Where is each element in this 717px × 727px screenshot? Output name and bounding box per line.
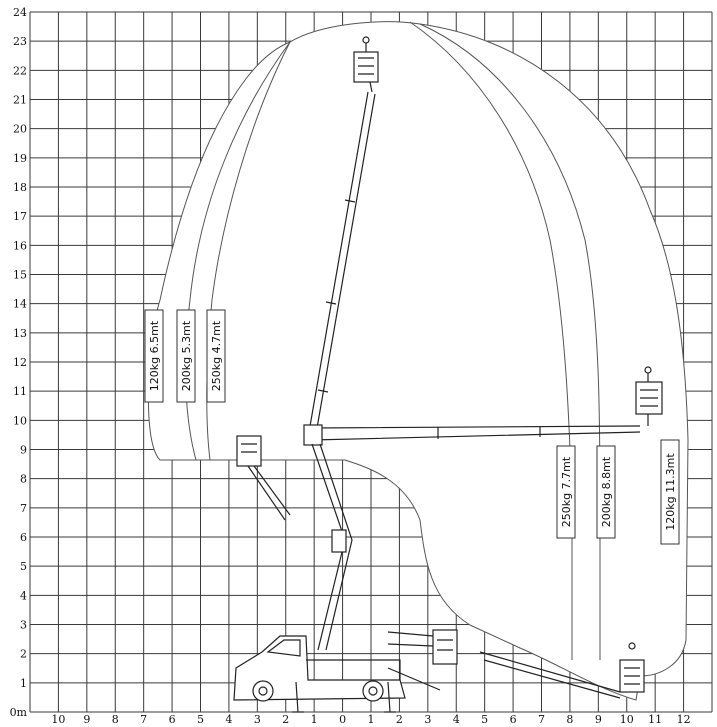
x-tick-label: 12 — [677, 713, 691, 726]
basket-low — [479, 642, 645, 699]
y-axis-labels: 0m12345678910111213141516171819202122232… — [10, 6, 28, 719]
y-tick-label: 20 — [13, 123, 27, 136]
envelope-250kg — [206, 41, 291, 461]
y-tick-label: 6 — [20, 531, 27, 544]
x-tick-label: 10 — [620, 713, 634, 726]
y-tick-label: 11 — [13, 385, 27, 398]
basket-left — [236, 435, 291, 521]
y-tick-label: 22 — [13, 64, 27, 77]
load-label-box: 200kg 5.3mt — [176, 309, 196, 403]
x-tick-label: 5 — [197, 713, 204, 726]
x-tick-label: 10 — [51, 713, 65, 726]
truck — [233, 635, 406, 713]
outrigger-rear — [384, 681, 396, 713]
x-tick-label: 8 — [566, 713, 573, 726]
y-tick-label: 15 — [13, 269, 27, 282]
y-tick-label: 5 — [20, 560, 27, 573]
telescopic-boom-horizontal — [311, 425, 641, 441]
y-tick-label: 1 — [20, 677, 27, 690]
x-tick-label: 8 — [112, 713, 119, 726]
x-tick-label: 6 — [169, 713, 176, 726]
load-label-text: 120kg 11.3mt — [664, 453, 677, 531]
x-tick-label: 7 — [538, 713, 545, 726]
load-label-box: 120kg 6.5mt — [144, 309, 164, 403]
y-tick-label: 13 — [13, 327, 27, 340]
x-tick-label: 7 — [140, 713, 147, 726]
y-tick-label: 7 — [20, 502, 27, 515]
x-tick-label: 0 — [339, 713, 346, 726]
y-tick-label: 8 — [20, 473, 27, 486]
aerial-platform — [233, 36, 663, 713]
rear-wheel — [362, 680, 384, 702]
x-tick-label: 1 — [368, 713, 375, 726]
telescopic-boom-vertical — [308, 91, 376, 435]
y-tick-label: 17 — [13, 210, 27, 223]
outrigger-front — [292, 681, 304, 713]
y-tick-label: 14 — [13, 298, 27, 311]
load-labels: 120kg 6.5mt 200kg 5.3mt 250kg 4.7mt 250kg 7… — [144, 309, 680, 545]
x-tick-label: 5 — [481, 713, 488, 726]
y-tick-label: 12 — [13, 356, 27, 369]
load-label-text: 200kg 8.8mt — [600, 456, 613, 527]
load-label-box: 120kg 11.3mt — [660, 439, 680, 545]
x-tick-label: 3 — [254, 713, 261, 726]
knuckle-joint — [303, 424, 323, 446]
y-tick-label: 2 — [20, 648, 27, 661]
x-tick-label: 9 — [595, 713, 602, 726]
y-tick-label: 24 — [13, 6, 27, 19]
envelope-200kg-right — [419, 23, 601, 660]
x-tick-label: 2 — [282, 713, 289, 726]
load-label-text: 250kg 4.7mt — [210, 320, 223, 391]
y-tick-label: 16 — [13, 239, 27, 252]
basket-right — [635, 366, 663, 426]
x-tick-label: 2 — [396, 713, 403, 726]
load-label-text: 250kg 7.7mt — [560, 456, 573, 527]
y-tick-label: 19 — [13, 152, 27, 165]
load-label-box: 250kg 7.7mt — [556, 445, 576, 539]
working-envelopes — [147, 21, 689, 701]
x-tick-label: 6 — [510, 713, 517, 726]
envelope-200kg — [184, 41, 291, 461]
y-tick-label: 10 — [13, 414, 27, 427]
load-label-box: 200kg 8.8mt — [596, 445, 616, 539]
lower-boom-cylinder — [331, 529, 347, 553]
y-tick-label: 3 — [20, 619, 27, 632]
y-tick-label: 18 — [13, 181, 27, 194]
load-label-text: 120kg 6.5mt — [148, 320, 161, 391]
y-tick-label: 4 — [20, 589, 27, 602]
boom-sections — [317, 199, 356, 393]
load-label-box: 250kg 4.7mt — [206, 309, 226, 403]
x-tick-label: 11 — [648, 713, 662, 726]
x-tick-label: 4 — [225, 713, 232, 726]
x-tick-label: 9 — [83, 713, 90, 726]
y-tick-label: 9 — [20, 444, 27, 457]
load-label-text: 200kg 5.3mt — [180, 320, 193, 391]
x-tick-label: 4 — [453, 713, 460, 726]
envelope-250kg-right — [409, 21, 573, 660]
basket-stowed — [387, 629, 458, 691]
boom-joints — [437, 427, 541, 439]
y-tick-label: 21 — [13, 94, 27, 107]
basket-top — [353, 36, 379, 93]
front-wheel — [252, 680, 274, 702]
x-tick-label: 1 — [311, 713, 318, 726]
envelope-120kg — [147, 21, 689, 701]
x-tick-label: 3 — [424, 713, 431, 726]
y-tick-label: 23 — [13, 35, 27, 48]
y-tick-label: 0m — [10, 706, 28, 719]
